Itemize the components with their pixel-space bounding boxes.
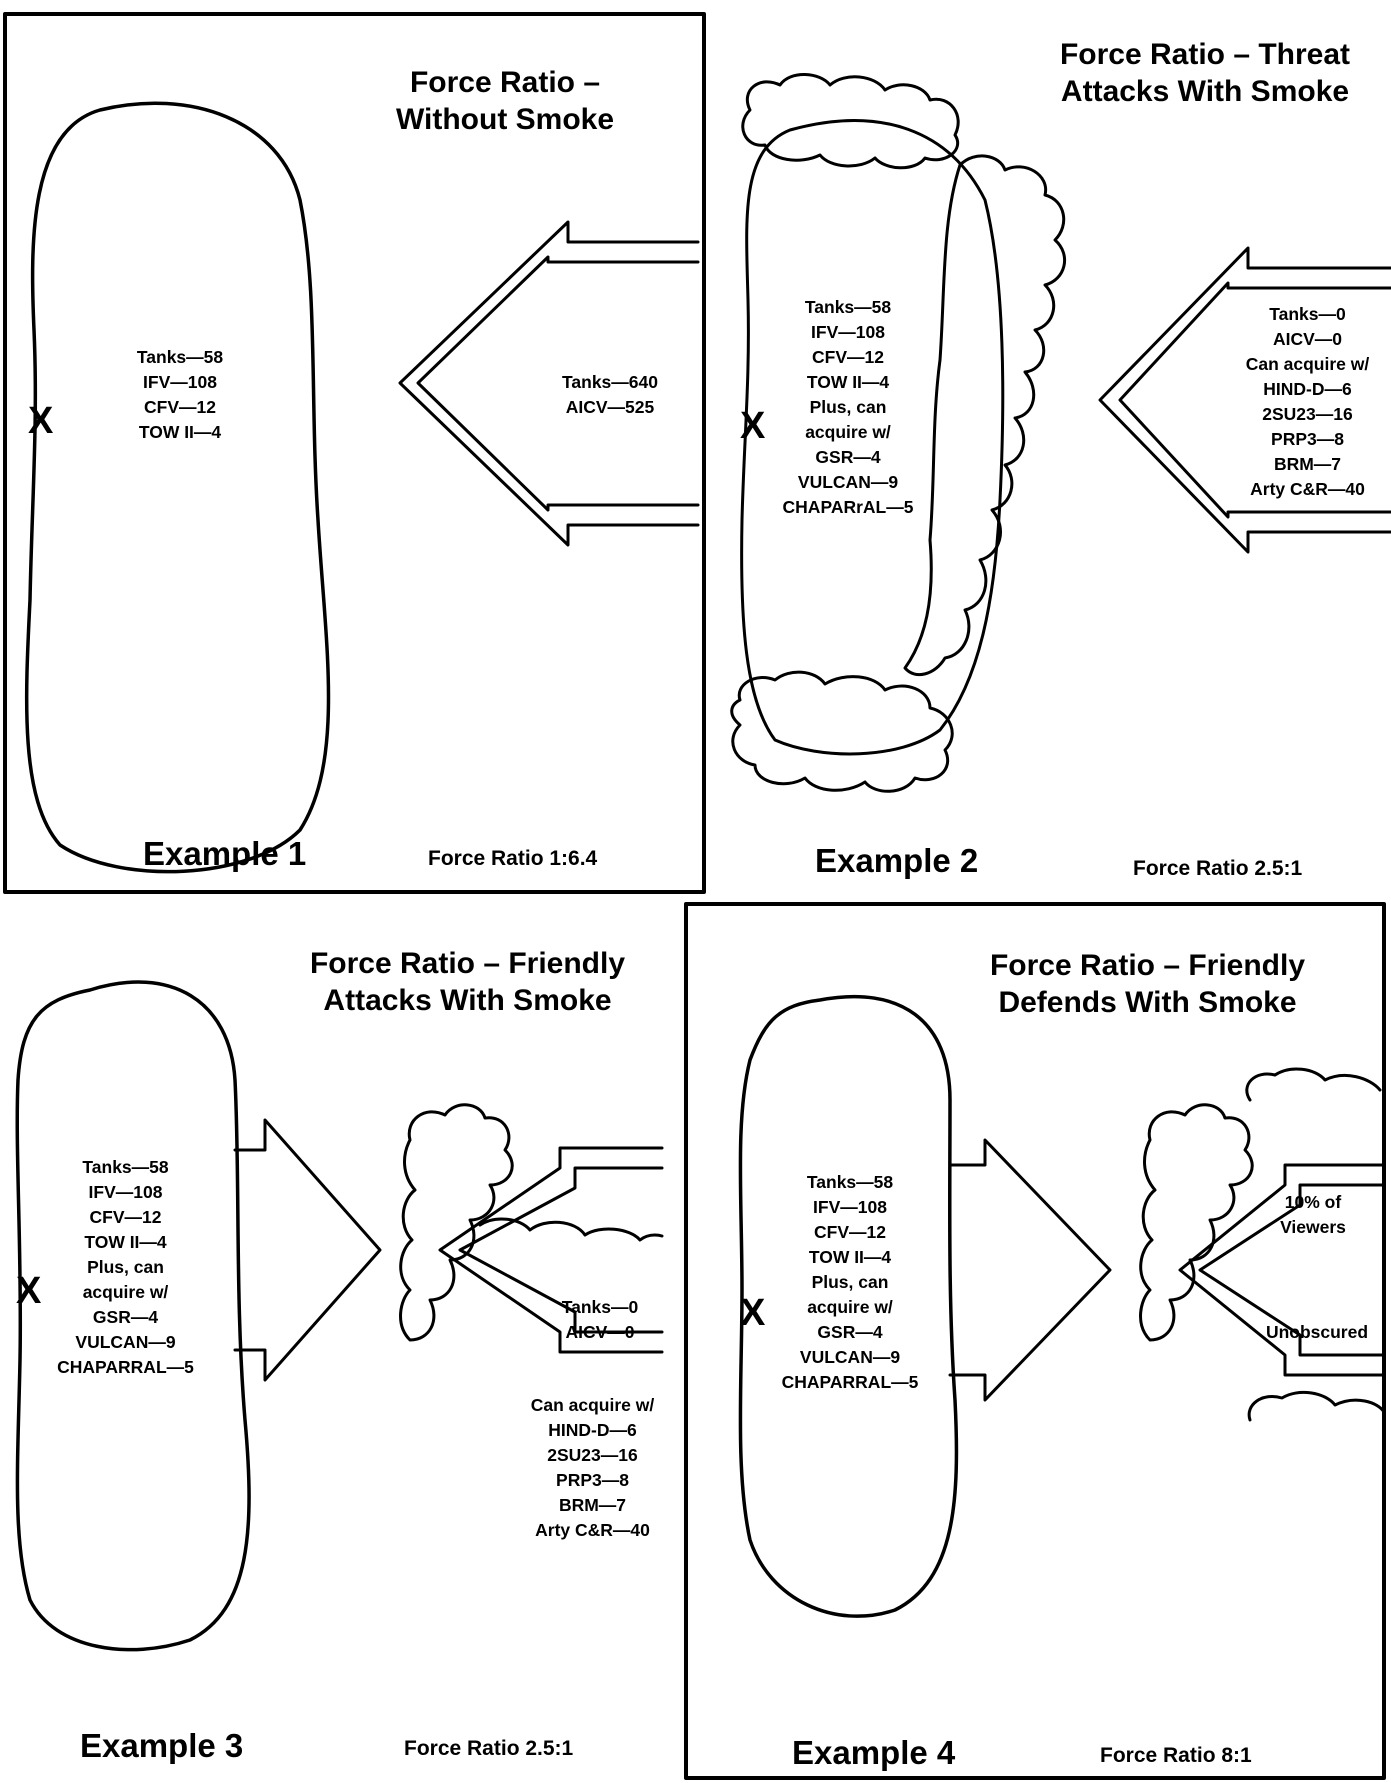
threat-item: Arty C&R—40 bbox=[510, 1518, 675, 1543]
friendly-item: TOW II—4 bbox=[758, 370, 938, 395]
threat-item: Tanks—0 bbox=[1225, 302, 1390, 327]
threat-item: AICV—525 bbox=[535, 395, 685, 420]
threat-item: 10% of bbox=[1258, 1190, 1368, 1215]
friendly-item: acquire w/ bbox=[760, 1295, 940, 1320]
panel-2-force-ratio: Force Ratio 2.5:1 bbox=[1133, 857, 1302, 881]
smoke-4 bbox=[1141, 1105, 1253, 1340]
friendly-item: Tanks—58 bbox=[760, 1170, 940, 1195]
threat-item: HIND-D—6 bbox=[510, 1418, 675, 1443]
panel-3-title: Force Ratio – Friendly Attacks With Smok… bbox=[295, 945, 640, 1019]
smoke-4-bottom bbox=[1249, 1392, 1384, 1420]
panel-3-threat-list: Tanks—0 AICV—0 bbox=[540, 1295, 660, 1345]
friendly-item: TOW II—4 bbox=[38, 1230, 213, 1255]
friendly-item: CFV—12 bbox=[758, 345, 938, 370]
friendly-item: Plus, can bbox=[760, 1270, 940, 1295]
friendly-item: acquire w/ bbox=[38, 1280, 213, 1305]
friendly-arrow-4 bbox=[950, 1140, 1110, 1400]
threat-item: 2SU23—16 bbox=[510, 1443, 675, 1468]
friendly-item: Tanks—58 bbox=[38, 1155, 213, 1180]
friendly-item: IFV—108 bbox=[760, 1195, 940, 1220]
friendly-item: TOW II—4 bbox=[760, 1245, 940, 1270]
panel-1-threat-list: Tanks—640 AICV—525 bbox=[535, 370, 685, 420]
panel-3-force-ratio: Force Ratio 2.5:1 bbox=[404, 1737, 573, 1761]
threat-item: Viewers bbox=[1258, 1215, 1368, 1240]
panel-4-title-line2: Defends With Smoke bbox=[975, 984, 1320, 1021]
panel-4-force-ratio: Force Ratio 8:1 bbox=[1100, 1744, 1252, 1768]
panel-3-title-line2: Attacks With Smoke bbox=[295, 982, 640, 1019]
friendly-item: VULCAN—9 bbox=[38, 1330, 213, 1355]
friendly-item: TOW II—4 bbox=[110, 420, 250, 445]
panel-1-title-line2: Without Smoke bbox=[360, 101, 650, 138]
friendly-item: CHAPARRAL—5 bbox=[760, 1370, 940, 1395]
panel-4-title-line1: Force Ratio – Friendly bbox=[975, 947, 1320, 984]
friendly-arrow-3 bbox=[235, 1120, 380, 1380]
panel-3-friendly-list: Tanks—58 IFV—108 CFV—12 TOW II—4 Plus, c… bbox=[38, 1155, 213, 1380]
threat-item: Can acquire w/ bbox=[1225, 352, 1390, 377]
friendly-item: CFV—12 bbox=[110, 395, 250, 420]
threat-item: PRP3—8 bbox=[1225, 427, 1390, 452]
panel-4-threat-lower: Unobscured bbox=[1252, 1320, 1382, 1345]
friendly-item: Plus, can bbox=[38, 1255, 213, 1280]
smoke-4-top bbox=[1247, 1069, 1380, 1100]
panel-2-friendly-list: Tanks—58 IFV—108 CFV—12 TOW II—4 Plus, c… bbox=[758, 295, 938, 520]
friendly-item: Tanks—58 bbox=[758, 295, 938, 320]
panel-2-title-line2: Attacks With Smoke bbox=[1040, 73, 1370, 110]
smoke-3-tail bbox=[480, 1219, 662, 1240]
friendly-item: CFV—12 bbox=[760, 1220, 940, 1245]
panel-1-title: Force Ratio – Without Smoke bbox=[360, 64, 650, 138]
panel-1-title-line1: Force Ratio – bbox=[360, 64, 650, 101]
panel-4-threat-upper: 10% of Viewers bbox=[1258, 1190, 1368, 1240]
threat-item: Tanks—0 bbox=[540, 1295, 660, 1320]
panel-3-acquire-list: Can acquire w/ HIND-D—6 2SU23—16 PRP3—8 … bbox=[510, 1393, 675, 1543]
friendly-item: IFV—108 bbox=[110, 370, 250, 395]
friendly-item: GSR—4 bbox=[760, 1320, 940, 1345]
panel-4-title: Force Ratio – Friendly Defends With Smok… bbox=[975, 947, 1320, 1021]
threat-item: Can acquire w/ bbox=[510, 1393, 675, 1418]
area-blob-1 bbox=[27, 103, 329, 871]
friendly-item: VULCAN—9 bbox=[760, 1345, 940, 1370]
smoke-bottom-2 bbox=[732, 672, 952, 791]
friendly-item: CFV—12 bbox=[38, 1205, 213, 1230]
threat-item: HIND-D—6 bbox=[1225, 377, 1390, 402]
friendly-item: CHAPARrAL—5 bbox=[758, 495, 938, 520]
panel-3-title-line1: Force Ratio – Friendly bbox=[295, 945, 640, 982]
threat-item: Unobscured bbox=[1252, 1320, 1382, 1345]
threat-item: BRM—7 bbox=[1225, 452, 1390, 477]
friendly-item: Tanks—58 bbox=[110, 345, 250, 370]
friendly-item: IFV—108 bbox=[38, 1180, 213, 1205]
panel-2-title: Force Ratio – Threat Attacks With Smoke bbox=[1040, 36, 1370, 110]
threat-item: PRP3—8 bbox=[510, 1468, 675, 1493]
panel-2-example-label: Example 2 bbox=[815, 842, 978, 880]
threat-item: Arty C&R—40 bbox=[1225, 477, 1390, 502]
threat-item: Tanks—640 bbox=[535, 370, 685, 395]
panel-2-title-line1: Force Ratio – Threat bbox=[1040, 36, 1370, 73]
panel-4-example-label: Example 4 bbox=[792, 1734, 955, 1772]
panel-4-friendly-list: Tanks—58 IFV—108 CFV—12 TOW II—4 Plus, c… bbox=[760, 1170, 940, 1395]
panel-3-example-label: Example 3 bbox=[80, 1727, 243, 1765]
friendly-item: GSR—4 bbox=[38, 1305, 213, 1330]
panel-1-x-mark: X bbox=[28, 400, 53, 443]
threat-item: AICV—0 bbox=[1225, 327, 1390, 352]
friendly-item: CHAPARRAL—5 bbox=[38, 1355, 213, 1380]
panel-2-threat-list: Tanks—0 AICV—0 Can acquire w/ HIND-D—6 2… bbox=[1225, 302, 1390, 502]
panel-1-example-label: Example 1 bbox=[143, 835, 306, 873]
threat-item: 2SU23—16 bbox=[1225, 402, 1390, 427]
friendly-item: IFV—108 bbox=[758, 320, 938, 345]
friendly-item: acquire w/ bbox=[758, 420, 938, 445]
threat-item: BRM—7 bbox=[510, 1493, 675, 1518]
friendly-item: GSR—4 bbox=[758, 445, 938, 470]
panel-1-force-ratio: Force Ratio 1:6.4 bbox=[428, 847, 597, 871]
panel-1-friendly-list: Tanks—58 IFV—108 CFV—12 TOW II—4 bbox=[110, 345, 250, 445]
friendly-item: VULCAN—9 bbox=[758, 470, 938, 495]
smoke-3 bbox=[401, 1105, 513, 1340]
panel-1-border bbox=[5, 14, 704, 892]
friendly-item: Plus, can bbox=[758, 395, 938, 420]
threat-item: AICV—0 bbox=[540, 1320, 660, 1345]
